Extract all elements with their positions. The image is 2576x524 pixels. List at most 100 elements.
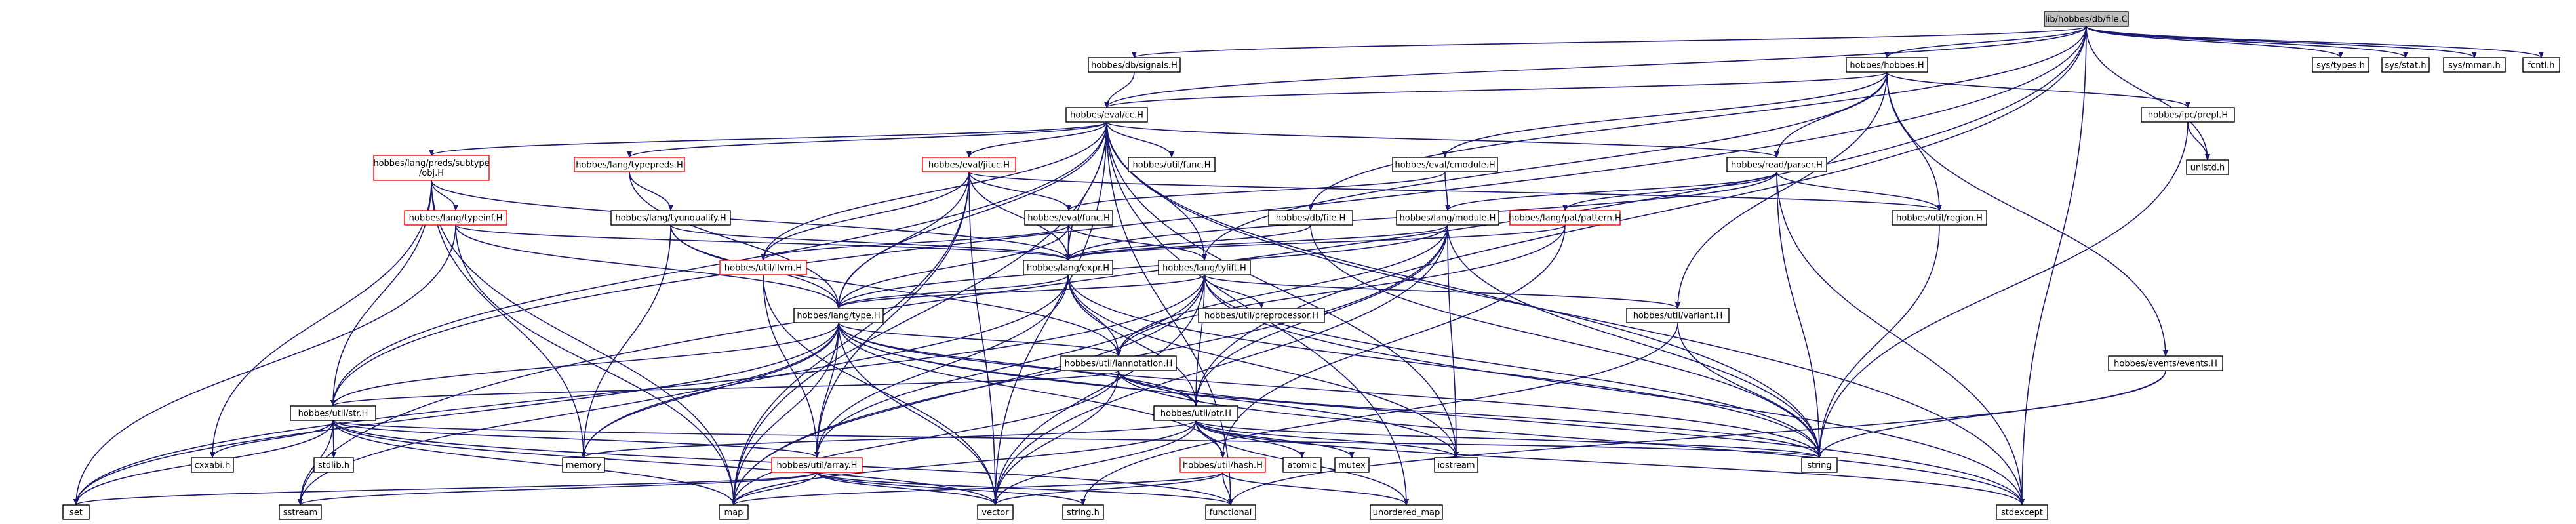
node-variant[interactable]: hobbes/util/variant.H: [1626, 308, 1730, 323]
node-box: [1205, 504, 1256, 520]
node-label: hobbes/util/func.H: [1133, 161, 1211, 171]
node-cxxabi[interactable]: cxxabi.h: [191, 457, 234, 473]
node-root[interactable]: lib/hobbes/db/file.C: [2044, 11, 2129, 27]
node-tylift[interactable]: hobbes/lang/tylift.H: [1158, 260, 1251, 275]
node-unordered_map[interactable]: unordered_map: [1370, 504, 1443, 520]
node-box: [1179, 457, 1266, 473]
node-hobbesH[interactable]: hobbes/hobbes.H: [1846, 57, 1928, 73]
node-region[interactable]: hobbes/util/region.H: [1892, 210, 1987, 226]
node-str[interactable]: hobbes/util/str.H: [290, 405, 376, 421]
edge-ptr-to-iostream: [1195, 420, 1459, 458]
node-stringh[interactable]: string.h: [1062, 504, 1104, 520]
edge-root-to-signals: [1132, 26, 2087, 58]
node-sstream[interactable]: sstream: [279, 504, 322, 520]
node-parser[interactable]: hobbes/read/parser.H: [1726, 157, 1827, 172]
node-vector[interactable]: vector: [977, 504, 1014, 520]
edge-root-to-unistd: [2086, 26, 2210, 161]
node-stdexcept[interactable]: stdexcept: [1996, 504, 2048, 520]
node-box: [1153, 405, 1238, 421]
node-preproc[interactable]: hobbes/util/preprocessor.H: [1198, 308, 1325, 323]
node-atomic[interactable]: atomic: [1282, 457, 1322, 473]
edge-array-to-vector: [816, 472, 998, 506]
edge-expr-to-array: [814, 274, 1069, 458]
node-label: sys/stat.h: [2385, 61, 2427, 71]
node-fcntl[interactable]: fcntl.h: [2522, 57, 2560, 73]
edge-array-to-stringh: [816, 472, 1086, 506]
node-box: [1088, 57, 1181, 73]
node-lannotation[interactable]: hobbes/util/lannotation.H: [1060, 355, 1177, 371]
node-string[interactable]: string: [1801, 457, 1838, 473]
node-unistd[interactable]: unistd.h: [2186, 159, 2229, 175]
node-label: hobbes/eval/func.H: [1027, 214, 1110, 224]
node-typepreds[interactable]: hobbes/lang/typepreds.H: [574, 157, 685, 172]
node-cmodule[interactable]: hobbes/eval/cmodule.H: [1392, 157, 1498, 172]
node-label: fcntl.h: [2527, 61, 2554, 71]
edge-root-to-str: [330, 26, 2087, 407]
edge-evalcc-to-vector: [993, 121, 1107, 506]
node-box: [1434, 457, 1478, 473]
node-ptr[interactable]: hobbes/util/ptr.H: [1153, 405, 1238, 421]
node-jitcc[interactable]: hobbes/eval/jitcc.H: [922, 157, 1016, 172]
edge-patpattern-to-expr: [1065, 224, 1566, 261]
node-box: [1334, 457, 1370, 473]
edge-lannotation-to-string: [1118, 370, 1822, 458]
edge-jitcc-to-evalfunc: [968, 171, 1071, 211]
node-utilfunc[interactable]: hobbes/util/func.H: [1128, 157, 1216, 172]
node-tyunqualify[interactable]: hobbes/lang/tyunqualify.H: [610, 210, 731, 226]
node-dbfileH[interactable]: hobbes/db/file.H: [1268, 210, 1353, 226]
node-prepl[interactable]: hobbes/ipc/prepl.H: [2141, 107, 2235, 123]
node-stdlib[interactable]: stdlib.h: [313, 457, 354, 473]
node-box: [1268, 210, 1353, 226]
edge-evalcc-to-map: [731, 121, 1107, 506]
node-box: [62, 504, 90, 520]
edge-expr-to-type: [836, 274, 1069, 309]
edge-type-to-lannotation: [838, 322, 1121, 357]
edge-hash-to-map: [731, 472, 1223, 506]
node-sysmman[interactable]: sys/mman.h: [2443, 57, 2506, 73]
node-memory[interactable]: memory: [562, 457, 605, 473]
node-label: hobbes/events/events.H: [2114, 359, 2217, 369]
node-evalcc[interactable]: hobbes/eval/cc.H: [1065, 107, 1148, 123]
node-mutex[interactable]: mutex: [1334, 457, 1370, 473]
node-box: [1801, 457, 1838, 473]
node-array[interactable]: hobbes/util/array.H: [771, 457, 863, 473]
node-module[interactable]: hobbes/lang/module.H: [1396, 210, 1499, 226]
node-subtype[interactable]: hobbes/lang/preds/subtype/obj.H: [373, 155, 490, 181]
node-systypes[interactable]: sys/types.h: [2312, 57, 2369, 73]
node-functional[interactable]: functional: [1205, 504, 1256, 520]
node-llvm[interactable]: hobbes/util/llvm.H: [719, 260, 807, 275]
edge-variant-to-stringh: [1080, 322, 1678, 506]
node-box: [977, 504, 1014, 520]
edge-subtype-to-cxxabi: [210, 180, 432, 458]
node-box: [1024, 210, 1113, 226]
edge-root-to-sysmman: [2086, 26, 2477, 58]
edge-jitcc-to-type: [836, 171, 970, 309]
edge-module-to-string: [1447, 224, 1822, 458]
node-typeinf[interactable]: hobbes/lang/typeinf.H: [404, 210, 507, 226]
edge-type-to-set: [73, 322, 839, 506]
node-map[interactable]: map: [719, 504, 749, 520]
node-box: [610, 210, 731, 226]
node-hash[interactable]: hobbes/util/hash.H: [1179, 457, 1266, 473]
node-set[interactable]: set: [62, 504, 90, 520]
node-patpattern[interactable]: hobbes/lang/pat/pattern.H: [1509, 210, 1621, 226]
node-label: string.h: [1067, 508, 1100, 518]
node-sysstat[interactable]: sys/stat.h: [2381, 57, 2430, 73]
edge-hobbesH-to-events: [1886, 71, 2168, 357]
node-box: [922, 157, 1016, 172]
edge-evalfunc-to-tylift: [1068, 224, 1207, 261]
node-label: unistd.h: [2190, 163, 2225, 173]
edge-typeinf-to-type: [455, 224, 841, 309]
node-iostream[interactable]: iostream: [1434, 457, 1478, 473]
node-type[interactable]: hobbes/lang/type.H: [793, 308, 884, 323]
node-evalfunc[interactable]: hobbes/eval/func.H: [1024, 210, 1113, 226]
node-box: [2443, 57, 2506, 73]
node-events[interactable]: hobbes/events/events.H: [2108, 355, 2223, 371]
node-box: [279, 504, 322, 520]
edge-dbfileH-to-string: [1310, 224, 1822, 458]
edge-parser-to-region: [1776, 171, 1942, 211]
node-signals[interactable]: hobbes/db/signals.H: [1088, 57, 1181, 73]
node-box: [290, 405, 376, 421]
node-expr[interactable]: hobbes/lang/expr.H: [1023, 260, 1113, 275]
node-box: [313, 457, 354, 473]
